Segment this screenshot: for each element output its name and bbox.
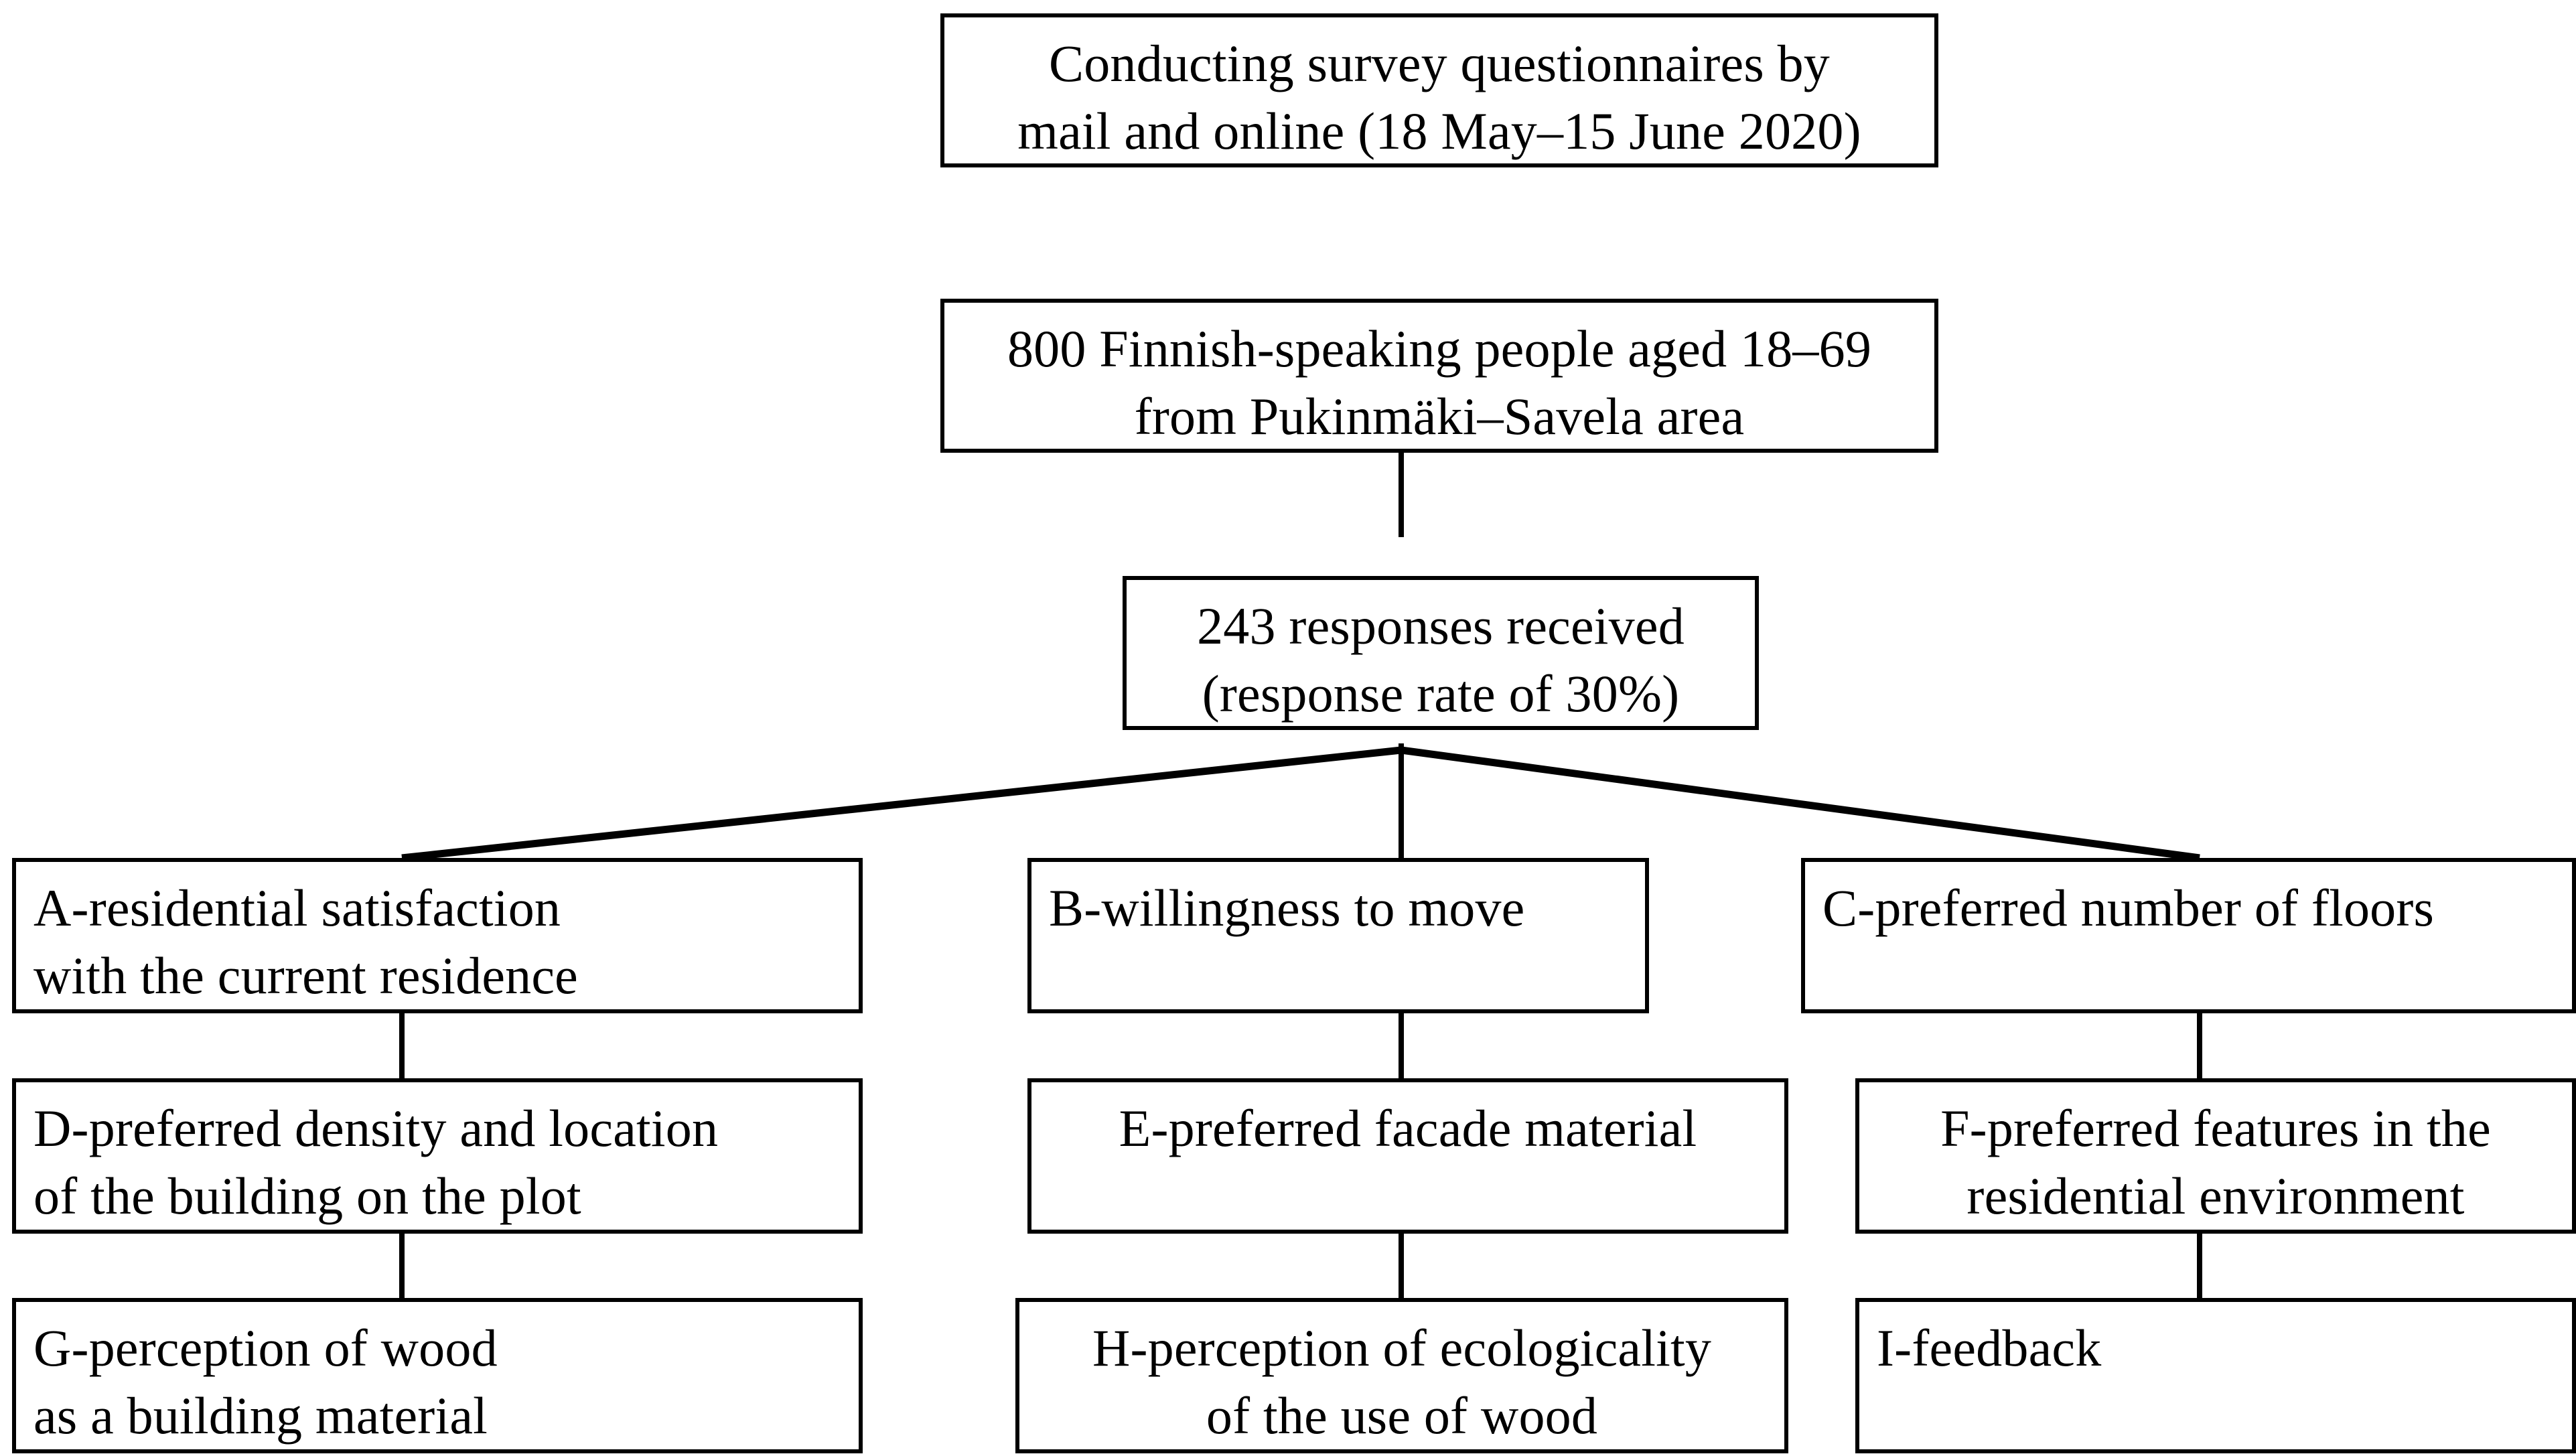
connector-c-f bbox=[2197, 1013, 2202, 1082]
node-h-perception-ecologicality[interactable]: H-perception of ecologicality of the use… bbox=[1015, 1298, 1788, 1453]
node-survey-label: Conducting survey questionnaires by mail… bbox=[1017, 34, 1861, 161]
node-e-label: E-preferred facade material bbox=[1119, 1099, 1697, 1157]
node-c-label: C-preferred number of floors bbox=[1822, 879, 2435, 937]
node-g-perception-of-wood[interactable]: G-perception of wood as a building mater… bbox=[12, 1298, 863, 1453]
node-population[interactable]: 800 Finnish-speaking people aged 18–69 f… bbox=[940, 299, 1938, 453]
connector-b-e bbox=[1399, 1013, 1404, 1082]
node-f-preferred-features[interactable]: F-preferred features in the residential … bbox=[1855, 1078, 2576, 1234]
node-responses[interactable]: 243 responses received (response rate of… bbox=[1123, 576, 1759, 730]
connector-a-d bbox=[399, 1013, 405, 1082]
node-i-feedback[interactable]: I-feedback bbox=[1855, 1298, 2576, 1453]
node-responses-label: 243 responses received (response rate of… bbox=[1197, 597, 1685, 723]
connector-e-h bbox=[1399, 1232, 1404, 1302]
node-i-label: I-feedback bbox=[1877, 1319, 2102, 1377]
connector-d-g bbox=[399, 1232, 405, 1302]
node-a-residential-satisfaction[interactable]: A-residential satisfaction with the curr… bbox=[12, 858, 863, 1013]
node-f-label: F-preferred features in the residential … bbox=[1940, 1099, 2491, 1226]
connector-responses-b bbox=[1399, 743, 1404, 864]
node-d-preferred-density-location[interactable]: D-preferred density and location of the … bbox=[12, 1078, 863, 1234]
node-e-preferred-facade-material[interactable]: E-preferred facade material bbox=[1027, 1078, 1788, 1234]
node-d-label: D-preferred density and location of the … bbox=[33, 1099, 719, 1226]
node-b-label: B-willingness to move bbox=[1049, 879, 1525, 937]
node-a-label: A-residential satisfaction with the curr… bbox=[33, 879, 579, 1005]
node-c-preferred-number-of-floors[interactable]: C-preferred number of floors bbox=[1801, 858, 2576, 1013]
connector-f-i bbox=[2197, 1232, 2202, 1302]
node-h-label: H-perception of ecologicality of the use… bbox=[1092, 1319, 1712, 1445]
node-g-label: G-perception of wood as a building mater… bbox=[33, 1319, 498, 1445]
node-b-willingness-to-move[interactable]: B-willingness to move bbox=[1027, 858, 1649, 1013]
node-survey[interactable]: Conducting survey questionnaires by mail… bbox=[940, 13, 1938, 167]
node-population-label: 800 Finnish-speaking people aged 18–69 f… bbox=[1007, 319, 1872, 446]
